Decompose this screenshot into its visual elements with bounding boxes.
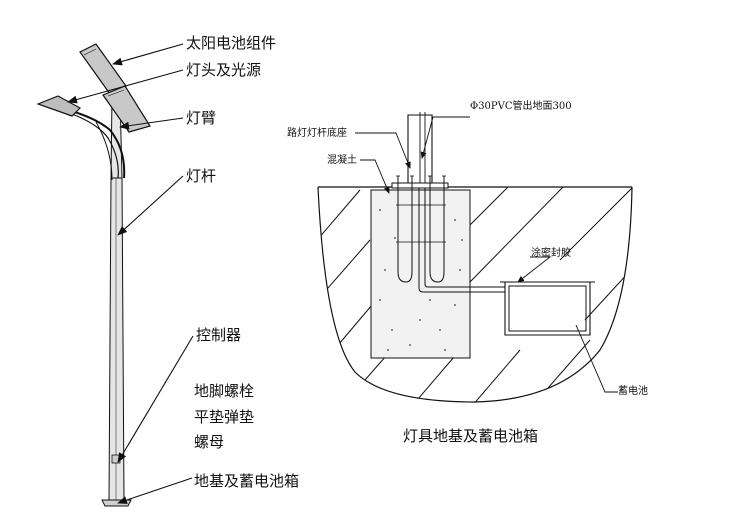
label-pole-base: 路灯灯杆底座 [287,126,347,139]
label-sealant: 涂密封胶 [531,246,571,259]
lamp-arm [67,109,126,181]
label-battery: 蓄电池 [618,384,648,397]
label-pvc-pipe: Φ30PVC管出地面300 [470,99,572,112]
street-lamp [36,43,151,507]
label-lamp-arm: 灯臂 [186,109,216,127]
label-nut: 螺母 [194,433,224,451]
right-leaders [355,116,618,393]
lamp-pole [108,177,125,501]
left-leaders [67,43,194,504]
concrete-block [370,189,471,359]
pole-base-plate [101,499,132,507]
caption-foundation: 灯具地基及蓄电池箱 [403,427,538,445]
concrete-speckles [379,209,463,351]
label-lamp-head: 灯头及光源 [186,61,261,79]
label-anchor-bolt: 地脚螺栓 [194,382,254,400]
solar-panel [79,43,151,133]
label-lamp-pole: 灯杆 [186,167,216,185]
anchor-bolts [396,175,446,283]
base-plate [391,182,449,189]
battery-box [500,281,595,336]
label-concrete: 混凝土 [327,153,357,166]
lamp-head [36,95,81,117]
label-solar-panel: 太阳电池组件 [186,34,276,52]
label-foundation-battery-box: 地基及蓄电池箱 [194,472,299,490]
controller-door [111,454,121,464]
label-controller: 控制器 [196,326,241,344]
foundation-section [317,112,633,403]
label-flat-spring-washer: 平垫弹垫 [194,408,254,426]
